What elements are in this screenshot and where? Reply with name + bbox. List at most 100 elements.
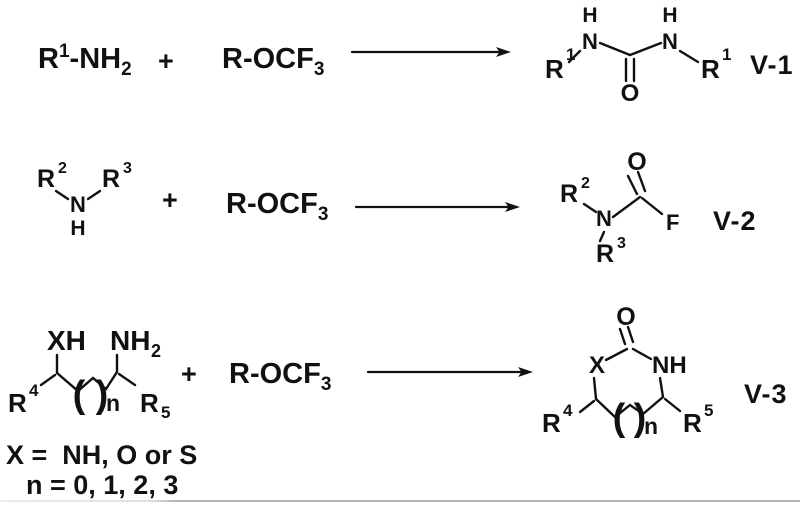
substituent-r3-superscript: 3 [617,235,626,252]
repeat-paren-close: ) [96,374,109,416]
carbon-chain [55,370,119,393]
atom-f: F [666,210,679,235]
bond-r2-n [54,189,70,201]
rxn2-product-structure-v2: O R 2 N F R 3 [560,148,679,268]
compound-label-v1: V-1 [750,50,794,80]
group-xh: XH [47,325,86,356]
rxn2-reagent-base: R-OCF [226,188,318,220]
bond-c-n-right [628,41,663,57]
substituent-r5-superscript: 5 [704,401,713,420]
substituent-r1-left-superscript: 1 [566,45,575,64]
bond-c-f [640,196,664,216]
substituent-r4: R [542,408,561,438]
atom-o: O [621,80,640,107]
atom-o: O [627,148,646,176]
rxn1-amine-rest: -NH [69,43,122,75]
rxn2-amine-structure: R 2 R 3 N H [37,160,132,240]
substituent-r4-superscript: 4 [563,401,573,420]
bond-r3-n [86,189,102,201]
rxn3-reagent-formula: R-OCF3 [229,358,331,395]
group-nh-subscript: 2 [151,341,161,361]
bond-n-r1-right [678,49,700,64]
bond-c-x [604,347,629,362]
substituent-r4: R [8,388,27,418]
rxn1-reagent-formula: R-OCF3 [222,43,324,80]
substituent-r2: R [37,165,55,193]
rxn1-amine-subscript: 2 [121,59,132,80]
arrow-head-icon [505,202,520,212]
compound-label-v2: V-2 [713,206,757,236]
bond-r2-n [582,202,598,214]
rxn1-reaction-arrow [350,47,511,57]
ring-atom-x: X [589,352,605,379]
rxn1-reagent-subscript: 3 [313,59,325,80]
group-nh: NH [110,325,150,356]
double-bond-co-1 [618,327,627,346]
rxn2-reagent-formula: R-OCF3 [226,188,328,225]
rxn1-reagent-base: R-OCF [222,43,314,75]
substituent-r3: R [596,240,614,268]
substituent-r4-superscript: 4 [29,381,39,400]
rxn2-plus-sign: + [162,185,178,215]
atom-o: O [616,303,635,331]
arrow-head-icon [496,47,511,57]
atom-h-right: H [662,4,677,27]
substituent-r5: R [683,408,702,438]
rxn3-reagent-subscript: 3 [320,374,332,395]
repeat-paren-open: ( [613,397,626,439]
repeat-paren-close: ) [634,397,647,439]
substituent-r2-superscript: 2 [58,160,67,177]
atom-n-right: N [662,29,678,54]
bond-ch-r5 [117,372,137,387]
repeat-paren-open: ( [73,374,86,416]
repeat-count-n: n [644,413,658,439]
bond-r1-n-left [567,49,582,64]
rxn2-reagent-subscript: 3 [317,204,329,225]
bond-c-nh [631,347,653,361]
rxn3-reaction-arrow [366,367,533,377]
bond-nh-ch [658,376,665,399]
substituent-r1-left: R [545,54,564,84]
rxn3-reagent-base: R-OCF [229,358,321,390]
rxn3-substrate-structure: XH NH 2 R 4 R 5 ( ) n [8,325,170,422]
bond-ch-r5 [663,397,682,413]
double-bond-co-2 [626,325,635,344]
atom-h: H [70,217,85,240]
substituent-r3: R [102,165,120,193]
atom-h-left: H [582,4,597,27]
substituent-r3-superscript: 3 [123,160,132,177]
rxn1-amine-superscript: 1 [58,41,70,62]
atom-n-left: N [582,29,598,54]
rxn1-product-structure-v1: H N H N O R 1 R 1 [545,4,731,107]
substituent-r5-subscript: 5 [161,403,170,422]
rxn2-reaction-arrow [354,202,520,212]
substituent-r1-right: R [701,54,720,84]
substituent-r2: R [560,180,578,208]
double-bond-co-1 [626,174,639,196]
substituent-r1-right-superscript: 1 [722,45,731,64]
atom-n: N [70,192,86,217]
rxn1-plus-sign: + [158,46,174,76]
rxn3-product-structure-v3: O X NH R 4 R 5 ( ) n [542,303,713,439]
rxn1-amine-base: R [38,43,59,75]
atom-n: N [596,206,612,231]
bond-n-c-left [598,41,632,57]
double-bond-co-2 [636,170,647,193]
substituent-r2-superscript: 2 [581,175,590,192]
bond-n-c [611,195,642,219]
ring-carbon-chain [594,395,665,419]
ring-group-nh: NH [652,352,687,379]
rxn3-plus-sign: + [181,359,197,389]
compound-label-v3: V-3 [744,379,788,409]
repeat-count-n: n [106,390,120,416]
rxn1-amine-formula: R1-NH2 [38,42,132,79]
bottom-divider [0,500,800,502]
arrow-head-icon [518,367,533,377]
note-x-definition: X = NH, O or S [6,440,198,470]
bond-ch-r4 [578,399,596,414]
substituent-r5: R [140,388,159,418]
bond-n-r3 [598,230,606,243]
bond-x-ch [592,376,598,401]
note-n-definition: n = 0, 1, 2, 3 [26,470,179,500]
